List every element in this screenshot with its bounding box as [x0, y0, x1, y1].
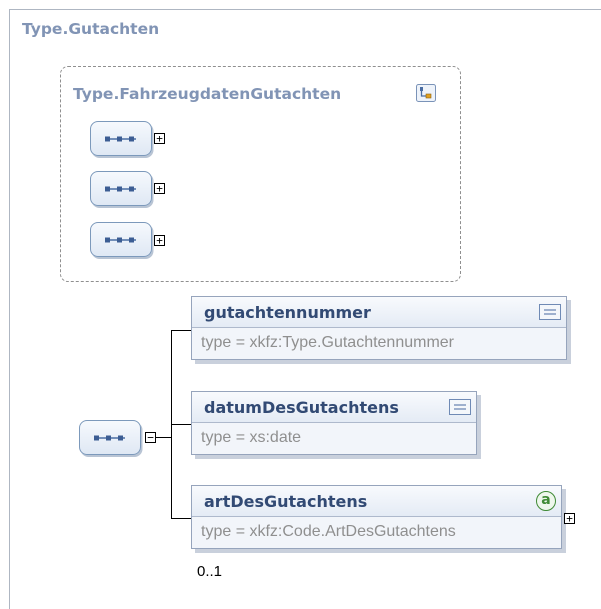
element-type: type = xkfz:Type.Gutachtennummer	[201, 334, 455, 351]
occurrence-label: 0..1	[197, 563, 223, 580]
collapse-icon[interactable]: −	[145, 432, 156, 443]
documentation-icon	[449, 399, 471, 415]
element-type: type = xs:date	[201, 429, 302, 446]
expand-icon[interactable]: +	[154, 183, 165, 194]
type-reference-icon	[416, 84, 436, 102]
expand-icon[interactable]: +	[154, 133, 165, 144]
group-sequence-2[interactable]	[90, 171, 152, 206]
group-sequence-3[interactable]	[90, 222, 152, 257]
sequence-icon	[105, 237, 136, 243]
connector-line	[171, 518, 191, 519]
connector-line	[171, 330, 191, 331]
documentation-icon	[539, 304, 561, 320]
sequence-icon	[94, 435, 125, 441]
complex-type-box	[9, 9, 601, 609]
expand-icon[interactable]: +	[154, 235, 165, 246]
element-box[interactable]: gutachtennummer type = xkfz:Type.Gutacht…	[191, 296, 567, 360]
sequence-icon	[105, 136, 136, 142]
group-title: Type.FahrzeugdatenGutachten	[73, 85, 342, 103]
element-type: type = xkfz:Code.ArtDesGutachtens	[201, 523, 456, 540]
group-sequence-1[interactable]	[90, 121, 152, 156]
connector-line	[171, 424, 191, 425]
element-name: gutachtennummer	[192, 297, 566, 328]
main-sequence[interactable]	[79, 420, 141, 455]
group-box	[60, 66, 461, 282]
element-name: datumDesGutachtens	[192, 392, 476, 423]
sequence-icon	[105, 186, 136, 192]
attributes-icon: a	[536, 491, 556, 511]
element-box[interactable]: datumDesGutachtens type = xs:date	[191, 391, 477, 455]
element-name: artDesGutachtens a	[192, 486, 561, 517]
element-box[interactable]: artDesGutachtens a type = xkfz:Code.ArtD…	[191, 485, 562, 549]
complex-type-title: Type.Gutachten	[22, 20, 160, 38]
expand-icon[interactable]: +	[564, 513, 575, 524]
connector-line	[156, 437, 172, 438]
